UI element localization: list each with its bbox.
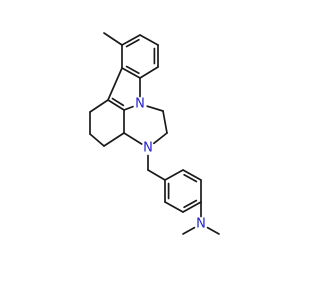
atom-label-background <box>194 217 208 231</box>
atom-label-text: N <box>196 217 206 232</box>
atom-label-background <box>133 97 147 111</box>
bond-line <box>162 110 168 134</box>
bond-line <box>103 132 125 147</box>
molecule-structure: N N N <box>89 32 220 235</box>
bond-line <box>206 226 220 235</box>
bond-line <box>139 34 159 46</box>
bond-line <box>125 65 140 75</box>
bond-line <box>183 173 198 183</box>
bond-line <box>125 38 140 48</box>
bond-line <box>89 133 105 147</box>
bond-line <box>139 66 159 79</box>
bond-line <box>111 97 125 107</box>
bond-line <box>164 201 184 213</box>
atom-n-dimethyl: N <box>194 217 208 232</box>
bond-line <box>182 201 202 213</box>
bond-line <box>182 226 196 235</box>
bond-layer <box>89 32 220 235</box>
bond-line <box>146 105 164 112</box>
bond-line <box>107 67 123 101</box>
bond-line <box>164 169 184 181</box>
atom-n-amine: N <box>141 141 155 156</box>
bond-line <box>123 105 134 111</box>
bond-line <box>153 132 168 145</box>
bond-line <box>123 132 143 145</box>
bond-line <box>107 99 125 111</box>
bond-line <box>103 32 123 46</box>
bond-line <box>182 169 202 181</box>
atom-label-background <box>141 141 155 155</box>
atom-n-indole: N <box>133 97 147 112</box>
atom-label-layer: N N N <box>133 97 208 232</box>
bond-line <box>183 199 198 209</box>
atom-label-text: N <box>135 97 145 112</box>
bond-line <box>121 34 141 46</box>
atom-label-text: N <box>143 141 153 156</box>
bond-line <box>147 169 166 181</box>
bond-line <box>121 67 141 79</box>
bond-line <box>89 99 109 113</box>
